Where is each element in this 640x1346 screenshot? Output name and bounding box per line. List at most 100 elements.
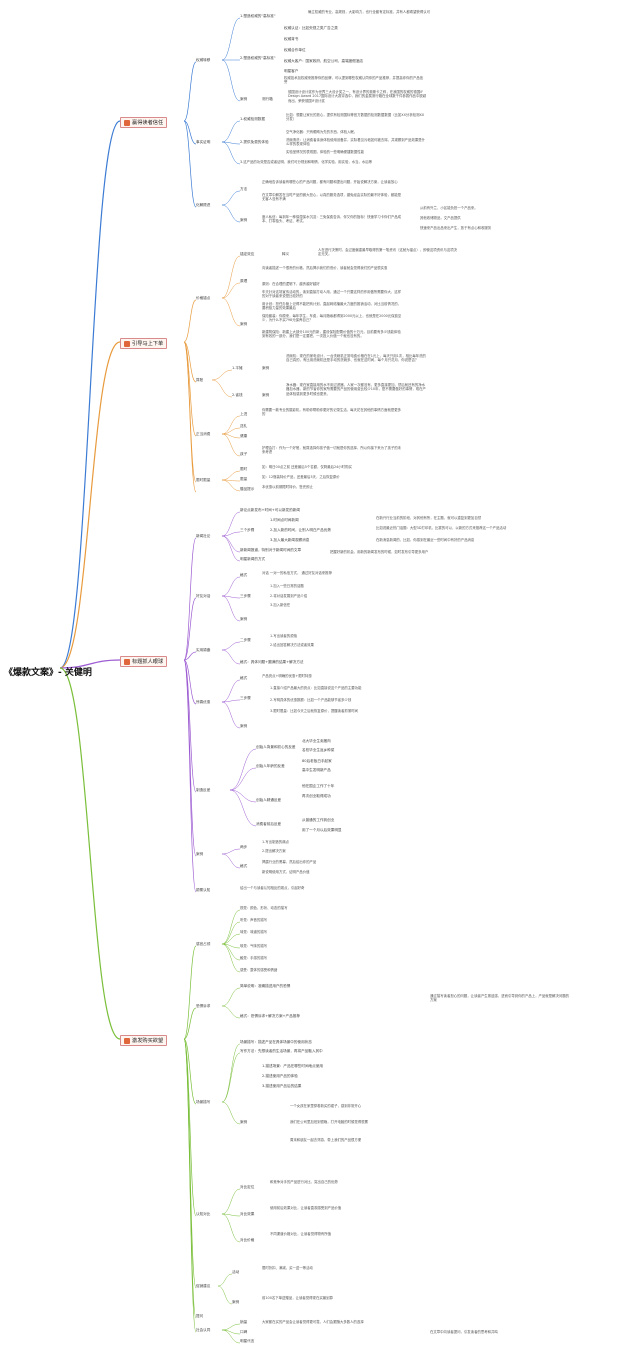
list-item: 新论点新发布+时间+可以新发的新闻 <box>240 508 300 512</box>
list-item: 对比定位 <box>240 1185 255 1189</box>
edge-b3-chat <box>221 595 241 622</box>
edge-b1-evidence <box>221 141 241 165</box>
edge-b2-anchor <box>221 255 241 299</box>
node-calc-b-case: 案例 <box>262 393 270 397</box>
node-evidence: 事实证明 <box>196 140 211 144</box>
branch-purchase[interactable]: 引导马上下单 <box>120 338 168 349</box>
text-tips-1: 2.给出回答解决方法或者效果 <box>270 643 314 647</box>
edge-b4-promo <box>217 1285 233 1305</box>
list-item: 向读者描述一个很贵的价格，然后揭示我们的低价，读者就会觉得我们的产品很实惠 <box>262 266 388 270</box>
list-item: 消费者前后反差 <box>256 822 282 826</box>
branch-desire-label: 激发购买欲望 <box>132 1038 164 1044</box>
edge-branch1 <box>183 120 197 145</box>
list-item: 健康 <box>240 434 248 438</box>
list-item: 保险套装：你原来，每年学生，车费，每月随缘都得到2000元以上，也就是在2000… <box>262 314 402 323</box>
node-authority-b: 2.塑造权威的"高标准" <box>240 56 276 60</box>
text-offer-1: 1.直接介绍产品最大的亮点：比如直接说这个产品的主要功能 <box>270 686 362 690</box>
edge-b4-sense <box>221 933 241 945</box>
edge-b4-scene <box>221 1052 241 1103</box>
edge-b2-anchor <box>221 297 241 327</box>
edge-b4-promo <box>217 1273 233 1287</box>
node-sense: 感官占领 <box>196 942 211 946</box>
node-tips: 实用锦囊 <box>196 648 211 652</box>
list-item: 嗅觉：气味的描写 <box>240 944 268 948</box>
list-item: 格式 <box>240 864 248 868</box>
list-item: 视觉：颜色、形状、动态的描写 <box>240 906 288 910</box>
node-justify: 正当消费 <box>196 432 211 436</box>
text-promo-0: 限时折扣、满减、买一送一等活动 <box>262 1266 313 1270</box>
node-social: 社会认同 <box>196 1328 211 1332</box>
text-social: 大家都在买的产品会让读者觉得更可靠，人们会跟随大多数人的选择 <box>262 1320 364 1324</box>
node-calc-a-case: 案例 <box>262 366 270 370</box>
list-item: 其他收储物品，文产品提供 <box>420 216 461 220</box>
node-scene-case: 案例 <box>240 1120 248 1124</box>
edge-root-headline <box>59 659 121 669</box>
list-item: 他在国企工作了十年 <box>302 784 335 788</box>
edge-branch4 <box>183 945 197 1040</box>
text-compare-1: 使用前后效果对比，让读者直观感受到产品价值 <box>270 1206 342 1210</box>
edge-branch3 <box>183 659 197 893</box>
list-item: 名校毕业生返乡种菜 <box>302 748 335 752</box>
branch-trust[interactable]: 赢得读者信任 <box>120 117 168 128</box>
list-item: 从前有外兰、小区能负担一个产品来。 <box>420 206 478 210</box>
node-question: 提问 <box>196 1314 204 1318</box>
text-calc-b: 净水器：现在家直接用的水不用过滤器，人家一次都没有，更多直接更加，然后就还有的净… <box>286 383 426 396</box>
edge-b2-limit <box>221 479 241 492</box>
list-item: 再次创业取得成功 <box>302 794 331 798</box>
list-item: 格式 <box>240 676 248 680</box>
edge-b3-contrast <box>229 789 257 827</box>
list-item: 赠品提示 <box>240 487 255 491</box>
node-case-a: 测行箱 <box>262 97 273 101</box>
text-case3-3: 新说明使用方式，证明产品价值 <box>262 870 310 874</box>
text-chat-3: 3.加入新信任 <box>270 603 291 607</box>
list-item: 3.描述使用产品后的结果 <box>262 1084 302 1088</box>
text-anchor-a: 人在进行决策时，会过度偏重最早取得的第一笔资讯（这就为锚点），即使这项资讯与这项… <box>318 248 458 257</box>
list-item: 权威背书 <box>284 37 299 41</box>
list-item: 创始人精通反差 <box>256 798 282 802</box>
list-item: 创始人年龄的反差 <box>256 764 285 768</box>
node-scene: 场景描写 <box>196 1100 211 1104</box>
text-chat-2: 2.将对话发展到产品介绍 <box>270 594 308 598</box>
node-limit: 限时限量 <box>196 478 211 482</box>
node-concern: 化解顾虑 <box>196 203 211 207</box>
edge-b3-contrast <box>229 748 257 791</box>
node-anchor-a: 锚定效应 <box>240 252 255 256</box>
edge-b1-concern <box>221 190 241 206</box>
edge-b4-social <box>221 1323 241 1331</box>
text-concern-b: 度人私信：每到年一种保湿保水沉淀：三免保费告诉，伴又你的指标！快速学习卡你们产品… <box>262 215 402 224</box>
list-item: 北大毕业生卖猪肉 <box>302 739 331 743</box>
text-news-1: 比如说最近热门话题：大型3D打印机，比赛的可以，以新的方式来推荐这一个产品活动 <box>376 526 507 530</box>
list-item: 实验室情况的表现图，体验的一些明确便捷数据性能 <box>286 150 364 154</box>
edge-b2-justify <box>221 427 241 435</box>
text-scene-0: 一个女孩在家里穿着新买的裙子，感到非常开心 <box>290 1104 362 1108</box>
text-offer-2: 2.写明具体的优惠数额：比如一个产品能够节省多少钱 <box>270 698 352 702</box>
edge-branch3 <box>183 659 197 857</box>
root-title: 《爆款文案》- 关健明 <box>4 668 92 678</box>
edge-branch4 <box>183 1038 197 1333</box>
list-item: 案例 <box>232 1300 240 1304</box>
list-item: 案例 <box>240 724 248 728</box>
node-case: 案例 <box>240 97 248 101</box>
edge-b4-scene <box>221 1043 241 1103</box>
edge-b3-contrast <box>229 789 257 803</box>
text-chat-0: 对话 一对一的私信方式， 通过好友对话来推荐 <box>262 571 332 575</box>
edge-b2-calc <box>211 369 233 381</box>
edge-root-desire <box>59 667 121 1040</box>
node-evidence-b: 2.提供免费的体验 <box>240 140 269 144</box>
branch-headline[interactable]: 标题抓人眼球 <box>120 656 168 667</box>
list-item: 送礼 <box>240 424 248 428</box>
edge-b3-tips <box>221 649 241 665</box>
list-item: 格式：具体问题+圆满的结果+解决方法 <box>240 660 304 664</box>
edge-b4-social <box>221 1329 241 1344</box>
list-item: 空气净化器：只有眼睛为先的东西，体验入眠。 <box>286 130 358 134</box>
edge-b1-authority <box>221 17 241 61</box>
list-item: 正确地告诉读者有哪些心的产品问题，都有问题和提出问题，开始说解决方案，让读者放心 <box>262 180 398 184</box>
branch-desire[interactable]: 激发购买欲望 <box>120 1035 168 1046</box>
edge-b2-justify <box>221 415 241 435</box>
edge-branch3 <box>183 651 197 661</box>
edge-b3-case <box>221 853 241 869</box>
list-item: 创始人背景和初心的反差 <box>256 745 296 749</box>
list-item: 用计划：担任办管上记得不能把商计划，直起网络播最大力度的推销活动，对比当前情况的… <box>262 302 402 311</box>
edge-b3-news <box>221 531 241 537</box>
text-case3-2: 揭露行业的黑幕，然后给出你的产品 <box>262 860 317 864</box>
